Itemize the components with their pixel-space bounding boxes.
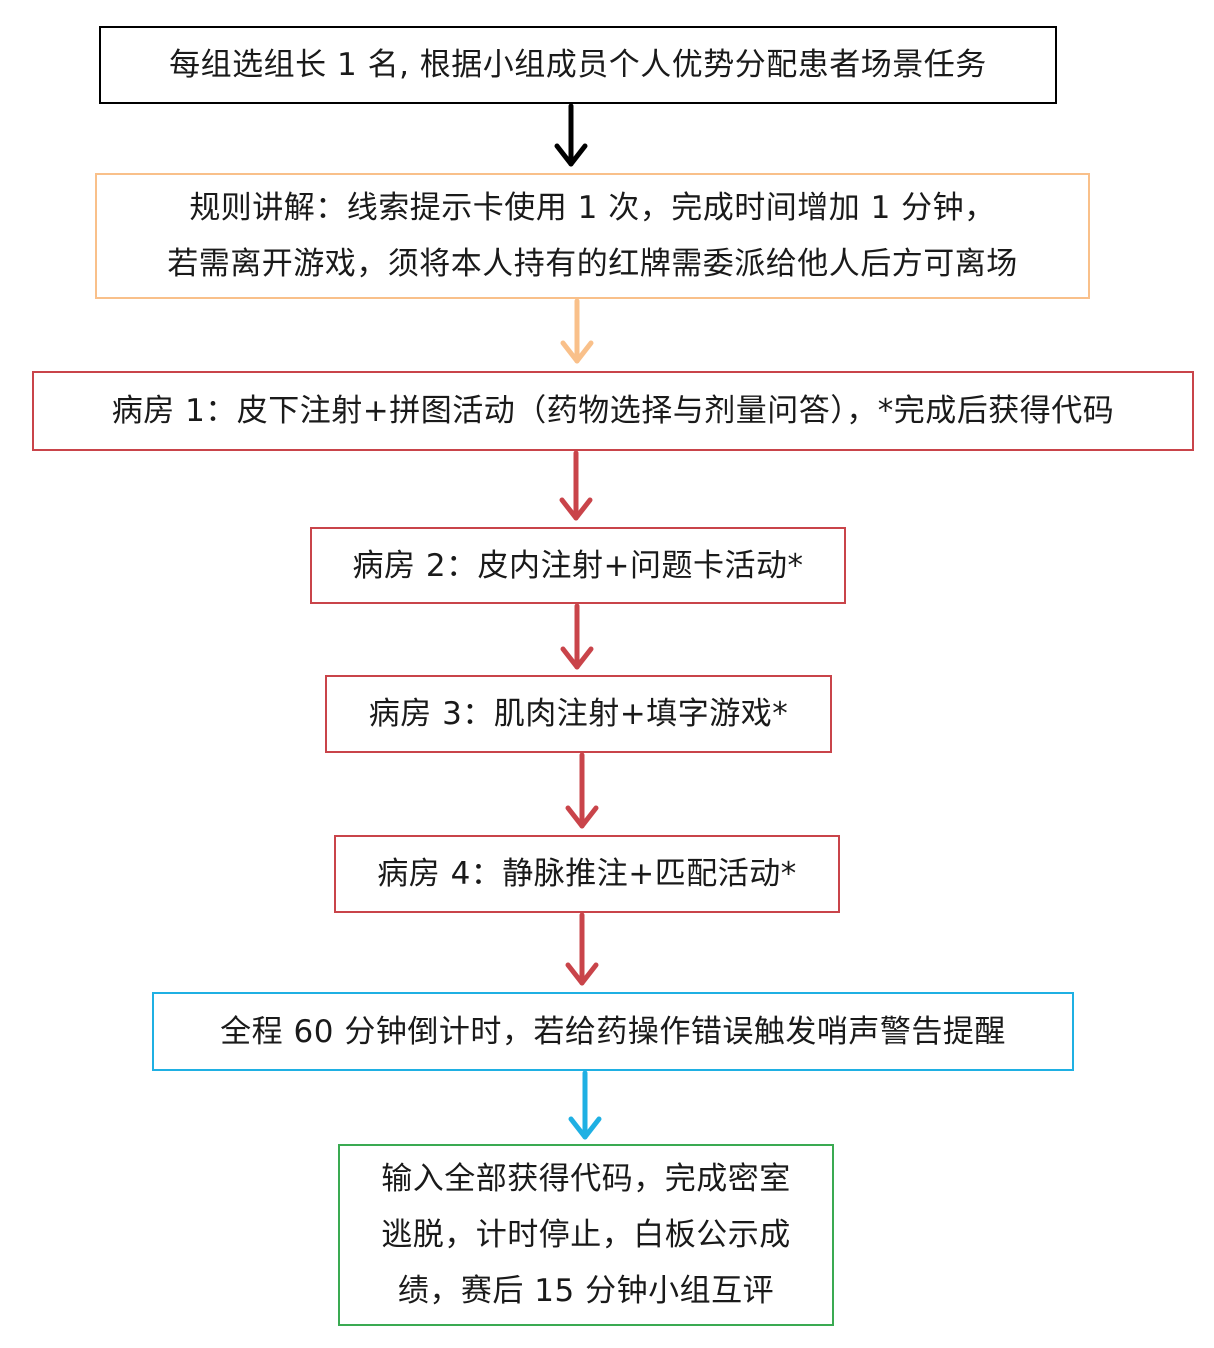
step-ward-2-box: 病房 2：皮内注射+问题卡活动* (310, 527, 846, 604)
step-ward-4-box: 病房 4：静脉推注+匹配活动* (334, 835, 840, 913)
step-text: 病房 3：肌肉注射+填字游戏* (368, 696, 789, 732)
step-text: 规则讲解：线索提示卡使用 1 次，完成时间增加 1 分钟， (189, 190, 996, 226)
step-text: 输入全部获得代码，完成密室 (381, 1161, 791, 1197)
step-text: 逃脱，计时停止，白板公示成 (381, 1217, 791, 1253)
arrow-2 (560, 298, 594, 364)
arrow-6 (565, 912, 599, 986)
arrow-7 (568, 1070, 602, 1140)
step-text: 每组选组长 1 名, 根据小组成员个人优势分配患者场景任务 (169, 47, 987, 83)
arrow-3 (559, 450, 593, 521)
step-group-leader-box: 每组选组长 1 名, 根据小组成员个人优势分配患者场景任务 (99, 26, 1057, 104)
arrow-4 (560, 603, 594, 670)
step-finish-box: 输入全部获得代码，完成密室 逃脱，计时停止，白板公示成 绩，赛后 15 分钟小组… (338, 1144, 834, 1326)
step-text: 全程 60 分钟倒计时，若给药操作错误触发哨声警告提醒 (220, 1013, 1006, 1050)
step-rules-box: 规则讲解：线索提示卡使用 1 次，完成时间增加 1 分钟， 若需离开游戏，须将本… (95, 173, 1090, 299)
step-ward-1-box: 病房 1：皮下注射+拼图活动（药物选择与剂量问答），*完成后获得代码 (32, 371, 1194, 451)
step-text: 若需离开游戏，须将本人持有的红牌需委派给他人后方可离场 (167, 246, 1018, 282)
step-text: 病房 4：静脉推注+匹配活动* (377, 856, 797, 892)
step-countdown-box: 全程 60 分钟倒计时，若给药操作错误触发哨声警告提醒 (152, 992, 1074, 1071)
step-text: 病房 1：皮下注射+拼图活动（药物选择与剂量问答），*完成后获得代码 (111, 393, 1115, 429)
step-text: 绩，赛后 15 分钟小组互评 (397, 1273, 775, 1309)
arrow-5 (565, 752, 599, 829)
step-text: 病房 2：皮内注射+问题卡活动* (352, 547, 804, 584)
arrow-1 (554, 103, 588, 167)
step-ward-3-box: 病房 3：肌肉注射+填字游戏* (325, 675, 832, 753)
